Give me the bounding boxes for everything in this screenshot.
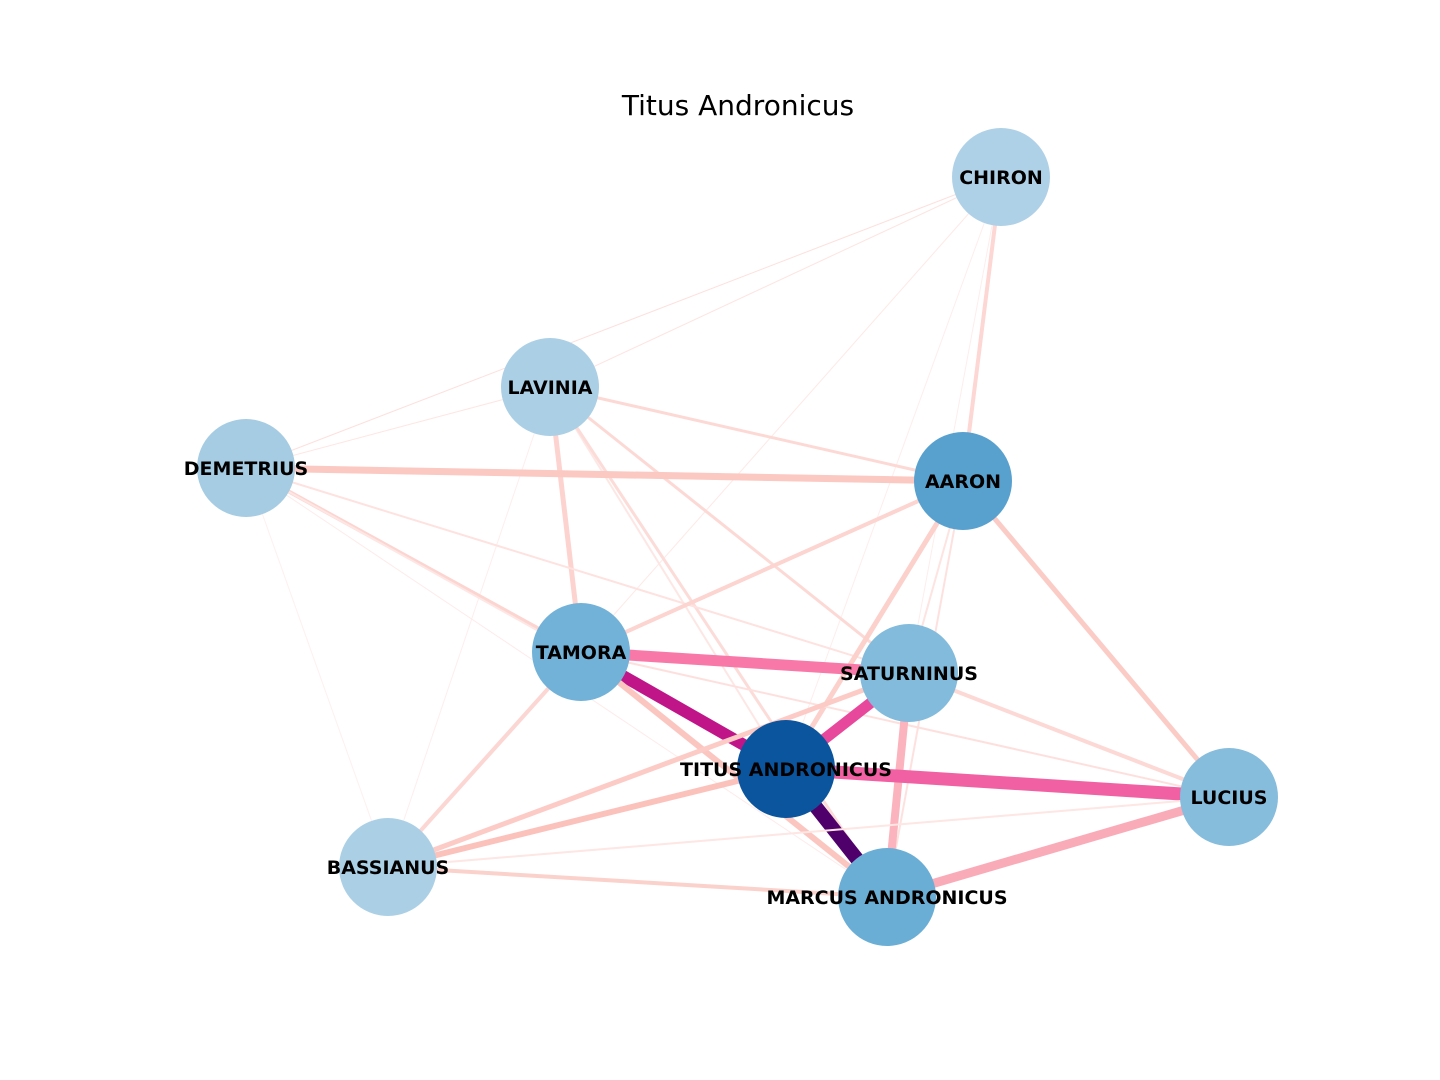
node-circle-lucius: [1180, 748, 1278, 846]
edge-saturninus-bassianus: [387, 670, 910, 870]
node-lucius: LUCIUS: [1180, 748, 1278, 846]
node-label-lucius: LUCIUS: [1191, 787, 1268, 809]
edge-lucius-marcus: [885, 792, 1231, 902]
node-circle-demetrius: [197, 419, 295, 517]
node-label-lavinia: LAVINIA: [508, 377, 593, 399]
node-circle-chiron: [952, 128, 1050, 226]
node-circle-lavinia: [501, 338, 599, 436]
node-circle-titus: [737, 720, 835, 818]
edge-chiron-aaron: [961, 176, 1003, 482]
edge-lavinia-bassianus: [387, 386, 551, 868]
edge-lavinia-aaron: [549, 385, 964, 483]
edge-bassianus-marcus: [387, 865, 888, 899]
node-marcus: MARCUS ANDRONICUS: [766, 848, 1008, 946]
node-circle-marcus: [838, 848, 936, 946]
edge-chiron-demetrius: [245, 176, 1002, 469]
node-demetrius: DEMETRIUS: [184, 419, 308, 517]
node-label-tamora: TAMORA: [536, 642, 627, 664]
edge-titus-lucius: [785, 762, 1230, 804]
edge-chiron-tamora: [580, 176, 1002, 653]
edge-titus-bassianus: [387, 766, 787, 870]
edge-chiron-lavinia: [549, 176, 1002, 388]
edge-tamora-marcus: [579, 649, 889, 900]
node-label-demetrius: DEMETRIUS: [184, 458, 308, 480]
edge-aaron-titus: [783, 479, 966, 771]
node-circle-saturninus: [860, 624, 958, 722]
edge-lavinia-saturninus: [549, 385, 910, 675]
node-circle-bassianus: [339, 818, 437, 916]
node-circle-tamora: [532, 603, 630, 701]
edge-lavinia-titus: [549, 386, 787, 770]
node-tamora: TAMORA: [532, 603, 630, 701]
node-chiron: CHIRON: [952, 128, 1050, 226]
node-label-chiron: CHIRON: [959, 167, 1043, 189]
node-circle-aaron: [914, 432, 1012, 530]
edge-aaron-lucius: [961, 479, 1231, 799]
node-layer: CHIRON LAVINIA DEMETRIUS AARON TAMORA SATURNI…: [184, 128, 1278, 946]
edge-chiron-saturninus: [908, 176, 1002, 674]
edge-saturninus-lucius: [908, 671, 1230, 799]
edge-demetrius-saturninus: [245, 467, 910, 674]
node-label-aaron: AARON: [925, 471, 1001, 493]
figure-title: Titus Andronicus: [621, 89, 854, 122]
node-label-titus: TITUS ANDRONICUS: [680, 759, 892, 781]
edge-lavinia-demetrius: [245, 386, 551, 469]
edge-demetrius-bassianus: [245, 467, 389, 868]
edge-tamora-saturninus: [580, 646, 910, 679]
node-aaron: AARON: [914, 432, 1012, 530]
node-lavinia: LAVINIA: [501, 338, 599, 436]
node-label-bassianus: BASSIANUS: [327, 857, 450, 879]
node-titus: TITUS ANDRONICUS: [680, 720, 892, 818]
node-label-saturninus: SATURNINUS: [840, 663, 978, 685]
node-bassianus: BASSIANUS: [327, 818, 450, 916]
edge-lucius-bassianus: [387, 796, 1230, 868]
node-saturninus: SATURNINUS: [840, 624, 978, 722]
edge-aaron-tamora: [580, 479, 964, 654]
edge-demetrius-aaron: [245, 464, 964, 485]
node-label-marcus: MARCUS ANDRONICUS: [766, 887, 1007, 909]
